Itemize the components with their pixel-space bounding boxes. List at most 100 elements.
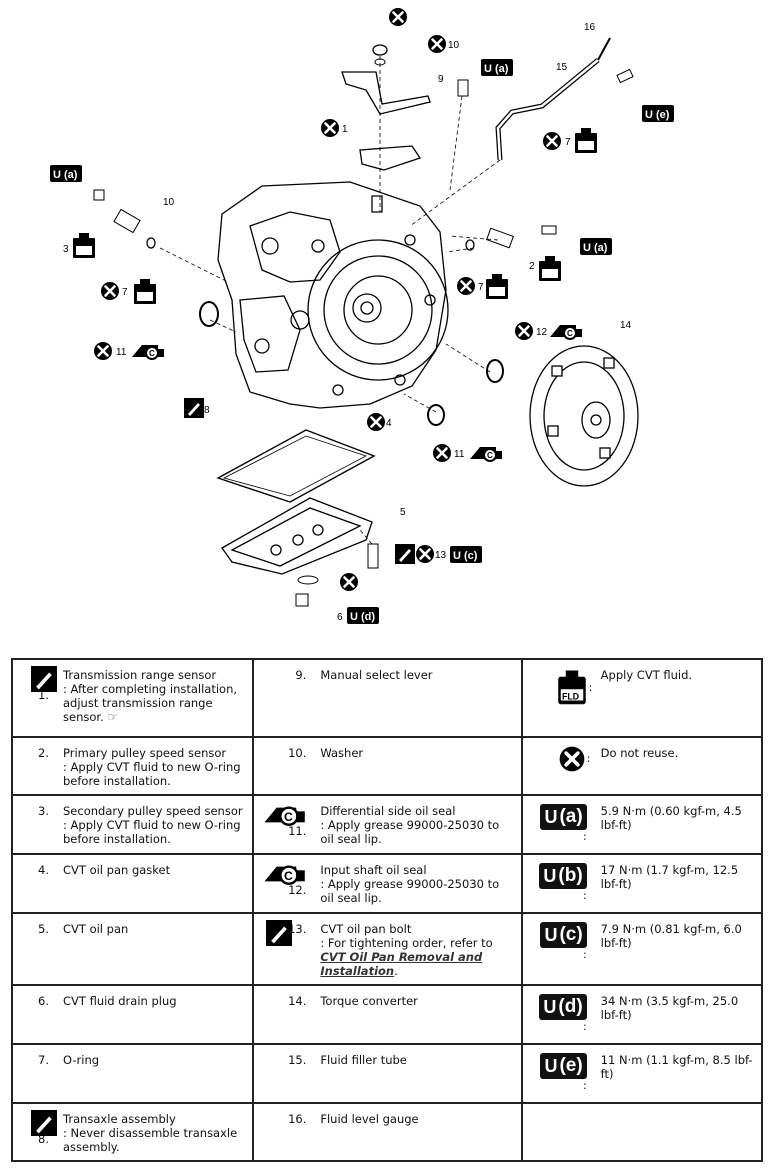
svg-text:11: 11 bbox=[454, 449, 465, 460]
part-note: : Apply grease 99000-25030 to oil seal l… bbox=[320, 818, 500, 846]
svg-text:10: 10 bbox=[163, 197, 175, 208]
svg-text:C: C bbox=[284, 869, 293, 883]
legend-cell-symbol bbox=[520, 1102, 764, 1162]
part-note: : Apply grease 99000-25030 to oil seal l… bbox=[320, 877, 500, 905]
pen-icon bbox=[31, 666, 57, 695]
legend-cell-part: 15. Fluid filler tube bbox=[252, 1043, 523, 1104]
part-name: Transaxle assembly bbox=[63, 1112, 176, 1126]
legend-cell-symbol: U(c):7.9 N·m (0.81 kgf-m, 6.0 lbf-ft) bbox=[520, 912, 764, 986]
svg-text:(a): (a) bbox=[64, 169, 78, 181]
legend-cell-part: 8. Transaxle assembly: Never disassemble … bbox=[10, 1102, 255, 1162]
part-number: 2. bbox=[38, 746, 49, 760]
legend-row: 8. Transaxle assembly: Never disassemble … bbox=[10, 1102, 764, 1162]
part-note: : Apply CVT fluid to new O-ring before i… bbox=[63, 818, 241, 846]
part-note: : Apply CVT fluid to new O-ring before i… bbox=[63, 760, 241, 788]
svg-text:(d): (d) bbox=[361, 611, 375, 623]
svg-text:FLD: FLD bbox=[562, 691, 579, 701]
symbol-description: 5.9 N·m (0.60 kgf-m, 4.5 lbf-ft) bbox=[600, 804, 742, 832]
torque-badge: U(e): bbox=[529, 1053, 587, 1093]
svg-text:U: U bbox=[350, 611, 358, 623]
part-name: CVT oil pan gasket bbox=[63, 863, 171, 877]
grease-icon: C bbox=[262, 861, 306, 890]
svg-text:10: 10 bbox=[448, 40, 460, 51]
legend-table: 1.Transmission range sensor: After compl… bbox=[10, 658, 764, 1162]
legend-cell-part: 6.CVT fluid drain plug bbox=[10, 984, 255, 1045]
legend-cell-symbol: U(a):5.9 N·m (0.60 kgf-m, 4.5 lbf-ft) bbox=[520, 794, 764, 855]
grease-icon: C bbox=[262, 802, 306, 831]
part-name: CVT fluid drain plug bbox=[63, 994, 177, 1008]
legend-row: 6.CVT fluid drain plug 14. Torque converte… bbox=[10, 984, 764, 1045]
part-name: Washer bbox=[320, 746, 364, 760]
part-name: Fluid level gauge bbox=[320, 1112, 419, 1126]
part-number: 14. bbox=[288, 994, 307, 1008]
svg-text:(e): (e) bbox=[656, 109, 670, 121]
svg-text:9: 9 bbox=[438, 74, 444, 85]
svg-text:U: U bbox=[53, 169, 61, 181]
legend-cell-part: 13.CVT oil pan bolt: For tightening orde… bbox=[252, 912, 523, 986]
svg-text:2: 2 bbox=[529, 261, 535, 272]
svg-text:11: 11 bbox=[116, 347, 127, 358]
part-number: 7. bbox=[38, 1053, 49, 1067]
svg-text:6: 6 bbox=[337, 612, 343, 623]
part-number: 16. bbox=[288, 1112, 307, 1126]
fld-icon: FLD: bbox=[557, 668, 592, 708]
exploded-view-diagram: C bbox=[50, 6, 674, 624]
svg-text:16: 16 bbox=[584, 22, 596, 33]
part-number: 15. bbox=[288, 1053, 307, 1067]
part-number: 4. bbox=[38, 863, 49, 877]
part-number: 11. bbox=[288, 824, 307, 838]
legend-cell-part: 9.Manual select lever bbox=[252, 658, 523, 738]
legend-cell-part: 1.Transmission range sensor: After compl… bbox=[10, 658, 255, 738]
legend-cell-symbol: : Do not reuse. bbox=[520, 736, 764, 796]
symbol-description: 11 N·m (1.1 kgf-m, 8.5 lbf-ft) bbox=[600, 1053, 753, 1081]
svg-text:7: 7 bbox=[478, 282, 484, 293]
part-number: 13. bbox=[288, 922, 307, 936]
part-number: 12. bbox=[288, 883, 307, 897]
symbol-description: Do not reuse. bbox=[600, 746, 679, 760]
part-name: O-ring bbox=[63, 1053, 100, 1067]
legend-cell-symbol: U(e): 11 N·m (1.1 kgf-m, 8.5 lbf-ft) bbox=[520, 1043, 764, 1104]
svg-text:1: 1 bbox=[342, 124, 348, 135]
pen-icon bbox=[266, 920, 293, 949]
part-name: Fluid filler tube bbox=[320, 1053, 407, 1067]
part-name: Torque converter bbox=[320, 994, 418, 1008]
legend-cell-part: 3. Secondary pulley speed sensor: Apply C… bbox=[10, 794, 255, 855]
svg-text:7: 7 bbox=[122, 287, 128, 298]
part-note: : For tightening order, refer to bbox=[320, 936, 493, 950]
svg-text:C: C bbox=[284, 810, 293, 824]
part-name: Transmission range sensor bbox=[63, 668, 217, 682]
svg-text:8: 8 bbox=[204, 405, 210, 416]
svg-text:(a): (a) bbox=[594, 242, 608, 254]
svg-text:U: U bbox=[583, 242, 591, 254]
svg-text:5: 5 bbox=[400, 507, 406, 518]
part-note: : After completing installation, adjust … bbox=[63, 682, 238, 724]
torque-badge: U(d): bbox=[529, 994, 587, 1034]
symbol-description: Apply CVT fluid. bbox=[600, 668, 693, 682]
part-number: 3. bbox=[38, 804, 49, 818]
torque-converter bbox=[529, 345, 639, 487]
torque-badge: U(c): bbox=[529, 922, 587, 962]
part-name: Secondary pulley speed sensor bbox=[63, 804, 243, 818]
legend-cell-part: 10.Washer bbox=[252, 736, 523, 796]
svg-text:7: 7 bbox=[565, 137, 571, 148]
part-note: : Never disassemble transaxle assembly. bbox=[63, 1126, 238, 1154]
transaxle-case bbox=[217, 181, 449, 409]
part-number: 8. bbox=[38, 1132, 49, 1146]
legend-row: 3. Secondary pulley speed sensor: Apply C… bbox=[10, 794, 764, 855]
legend-cell-part: 2.Primary pulley speed sensor: Apply CVT… bbox=[10, 736, 255, 796]
part-number: 9. bbox=[295, 668, 307, 682]
reference-icon[interactable]: ☞ bbox=[107, 710, 119, 724]
legend-cell-part: 7. O-ring bbox=[10, 1043, 255, 1104]
symbol-description: 17 N·m (1.7 kgf-m, 12.5 lbf-ft) bbox=[600, 863, 739, 891]
cvt-oil-pan-link[interactable]: CVT Oil Pan Removal and Installation bbox=[320, 950, 483, 978]
legend-cell-symbol: U(d):34 N·m (3.5 kgf-m, 25.0 lbf-ft) bbox=[520, 984, 764, 1045]
legend-cell-symbol: U(b):17 N·m (1.7 kgf-m, 12.5 lbf-ft) bbox=[520, 853, 764, 914]
do-not-reuse-icon: : bbox=[559, 746, 590, 772]
svg-text:U: U bbox=[645, 109, 653, 121]
legend-row: 2.Primary pulley speed sensor: Apply CVT… bbox=[10, 736, 764, 796]
legend-row: 7. O-ring 15. Fluid filler tube U(e): 11 N·m … bbox=[10, 1043, 764, 1104]
